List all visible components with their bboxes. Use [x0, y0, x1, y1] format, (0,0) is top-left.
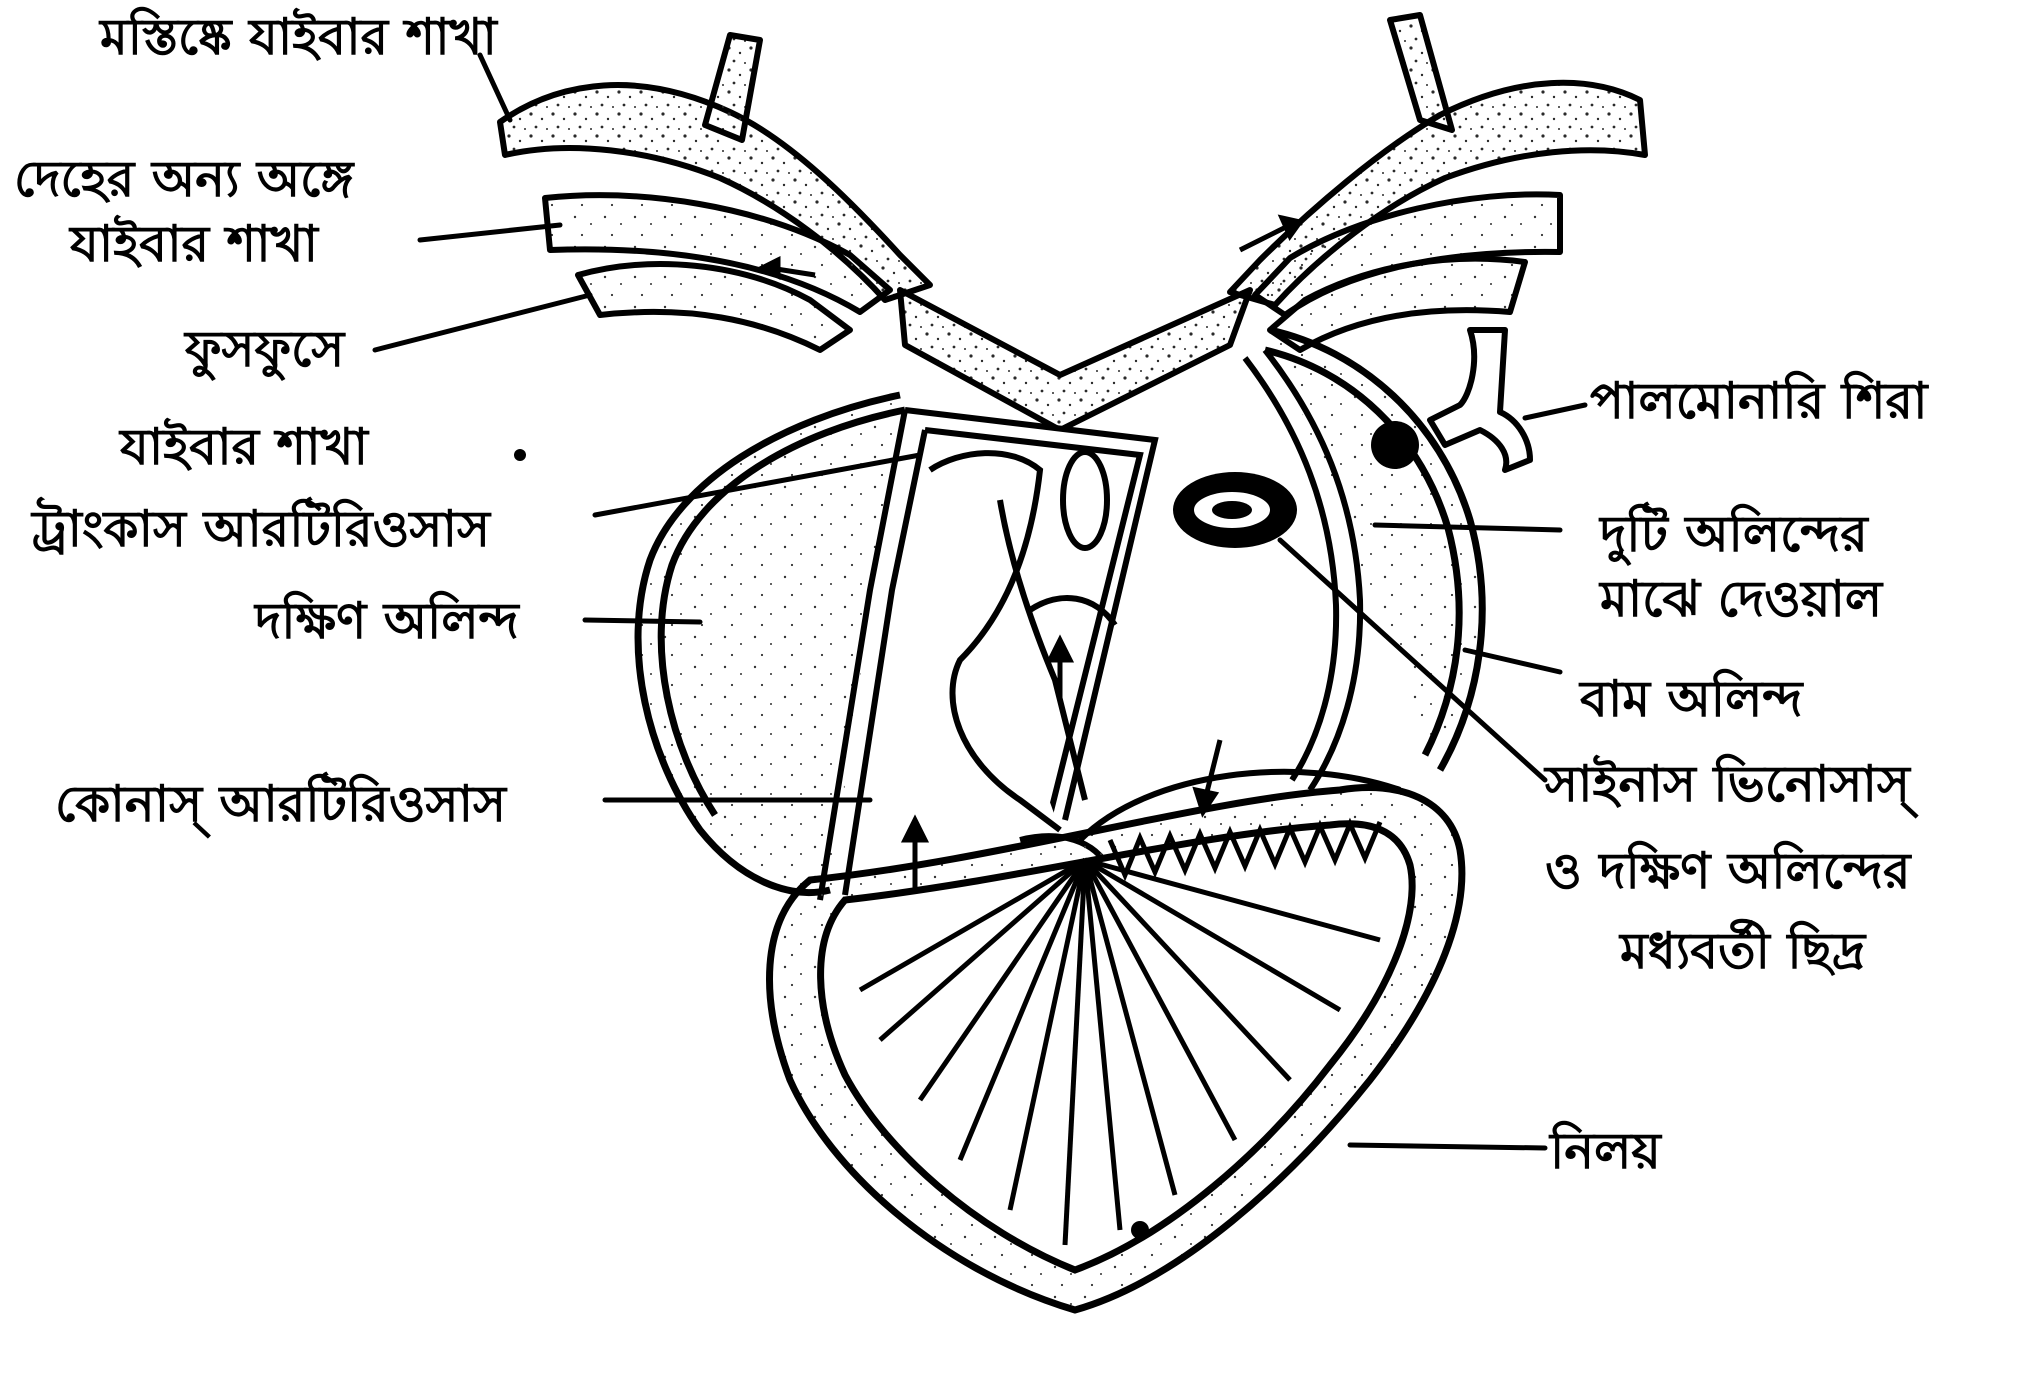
right-arch-group [1230, 15, 1645, 350]
label-septum-1: দুটি অলিন্দের [1600, 505, 1868, 564]
label-ventricle: নিলয় [1550, 1122, 1661, 1181]
label-sinus-2: ও দক্ষিণ অলিন্দের [1545, 842, 1911, 901]
spiral-valve [1063, 452, 1107, 548]
label-brain-branch: মস্তিষ্কে যাইবার শাখা [100, 8, 497, 67]
label-lung-branch-2: যাইবার শাখা [120, 418, 368, 477]
label-body-branch-2: যাইবার শাখা [70, 215, 318, 274]
label-right-atrium: দক্ষিণ অলিন্দ [255, 592, 519, 651]
pulmonary-vein-opening [1371, 421, 1419, 469]
label-body-branch-1: দেহের অন্য অঙ্গে [14, 150, 353, 209]
leader-pulmonary-vein [1525, 405, 1585, 418]
pulmonary-vein [1430, 330, 1530, 470]
leader-ventricle [1350, 1145, 1545, 1148]
truncus-v [900, 290, 1250, 430]
label-lung-branch-1: ফুসফুসে [185, 320, 344, 379]
sinus-opening [1173, 472, 1297, 548]
label-pulmonary-vein: পালমোনারি শিরা [1590, 372, 1928, 431]
leader-body [420, 225, 560, 240]
carotid-stub-right [1390, 15, 1452, 130]
leader-right-atrium [585, 620, 700, 622]
label-sinus-1: সাইনাস ভিনোসাস্ [1545, 755, 1910, 814]
ventricle-group [770, 772, 1462, 1310]
label-conus: কোনাস্ আরটিরিওসাস [55, 775, 506, 834]
label-truncus: ট্রাংকাস আরটিরিওসাস [32, 500, 490, 559]
leader-lung [375, 295, 590, 350]
label-left-atrium: বাম অলিন্দ [1580, 670, 1802, 729]
label-sinus-3: মধ্যবর্তী ছিদ্র [1620, 922, 1865, 981]
label-septum-2: মাঝে দেওয়াল [1600, 570, 1882, 629]
